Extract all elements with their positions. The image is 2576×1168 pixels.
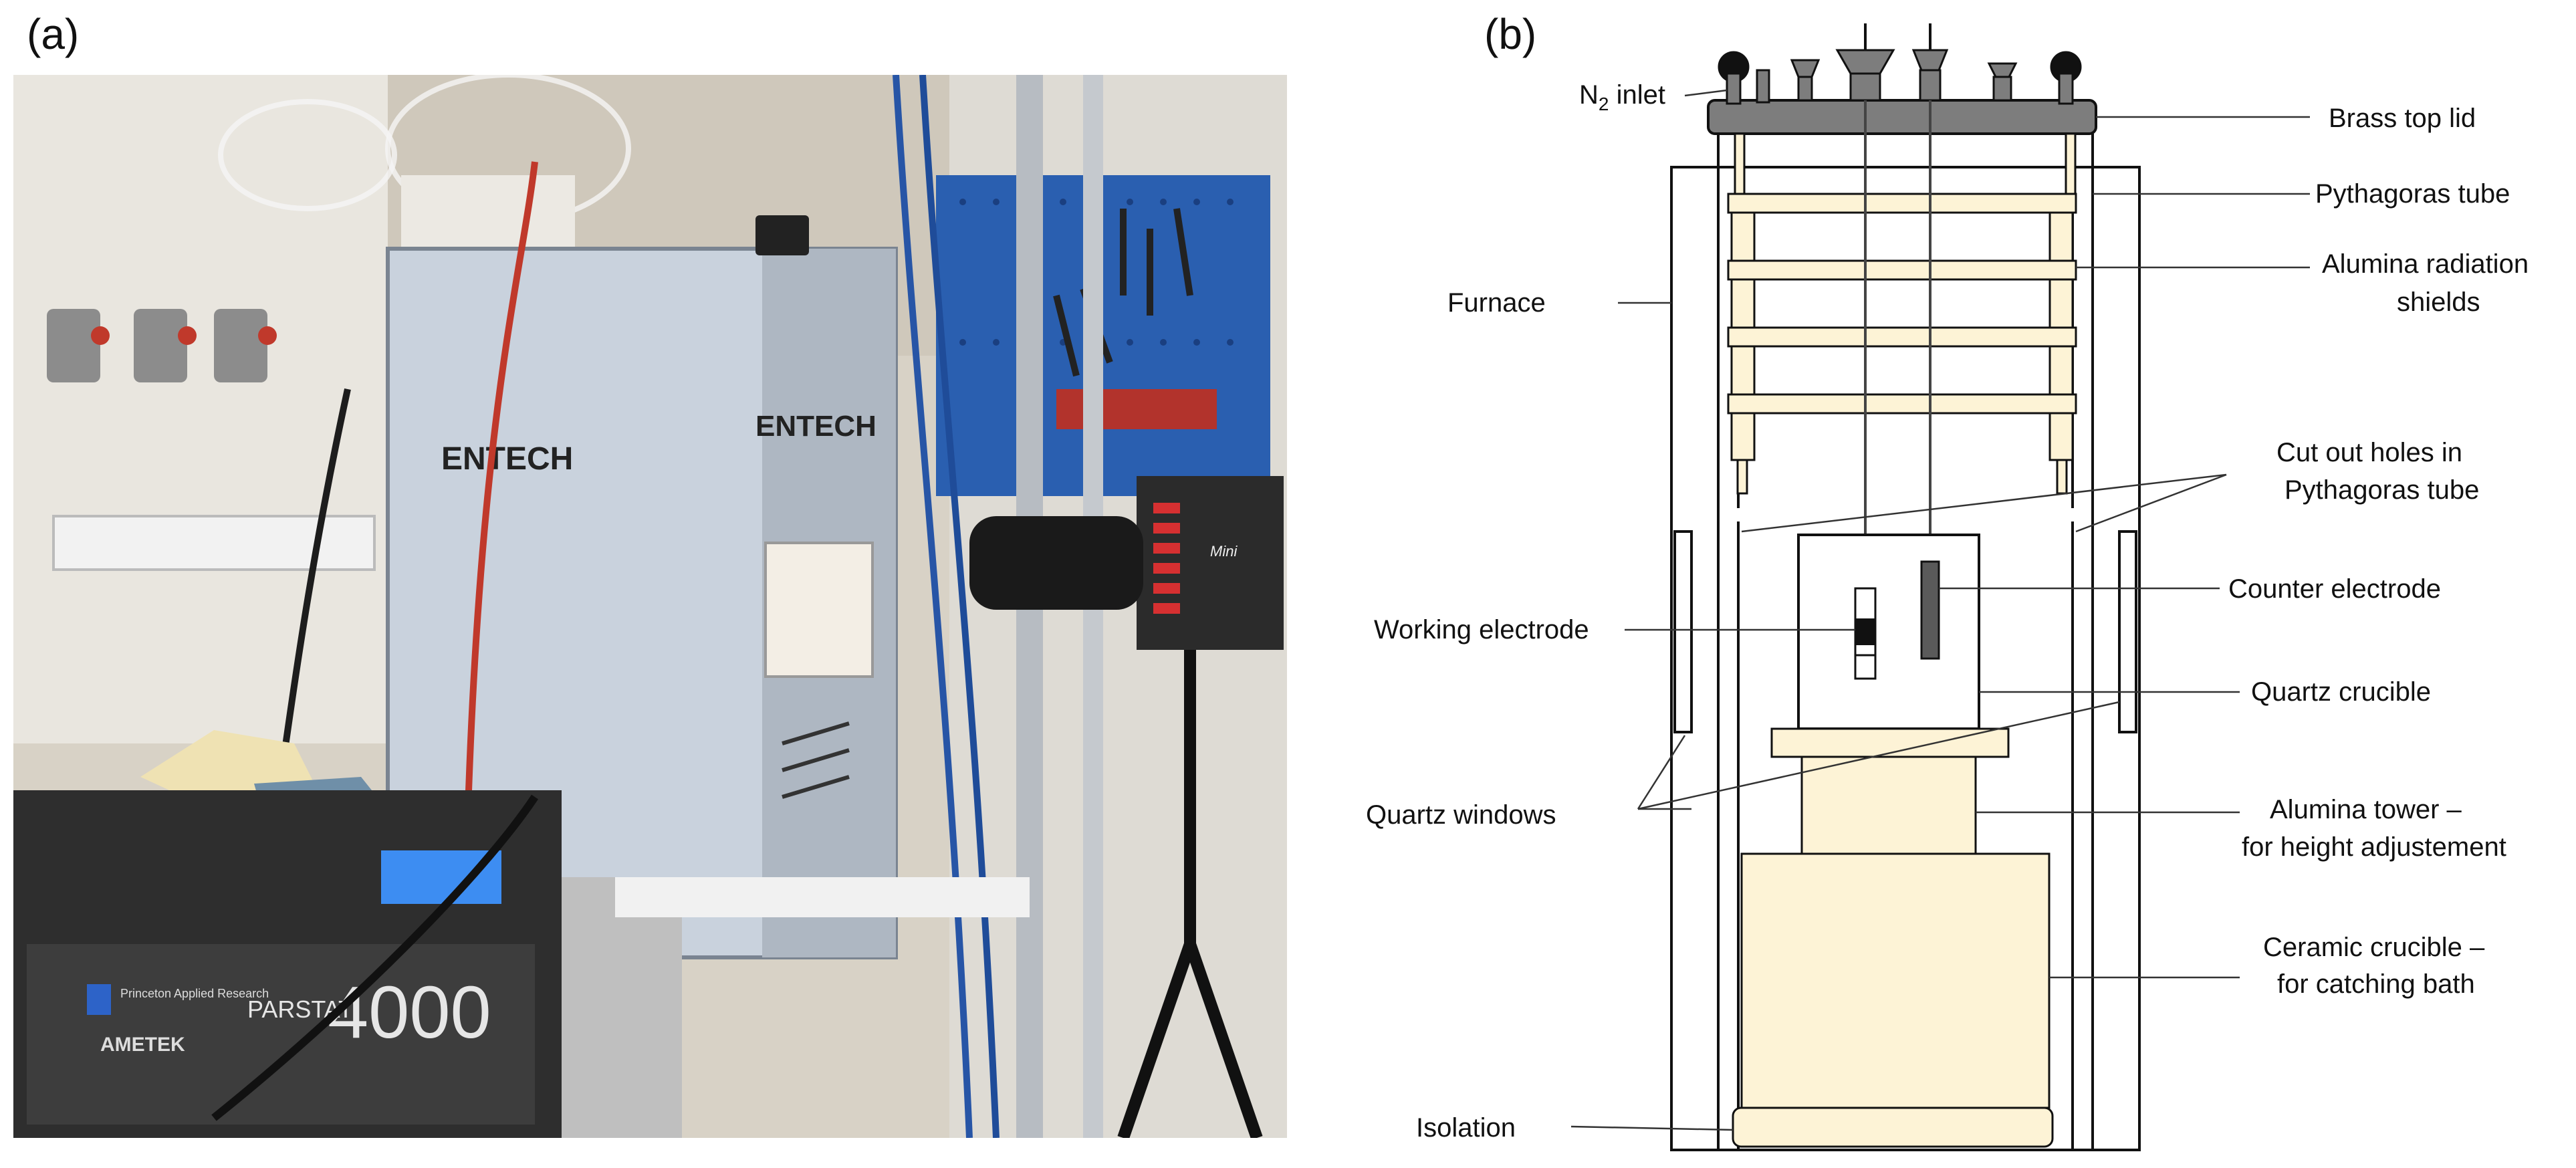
- label-brass-top-lid: Brass top lid: [2329, 104, 2476, 133]
- label-n2-inlet: N2 inlet: [1579, 80, 1665, 114]
- furnace-window-insulation: [764, 542, 874, 678]
- furnace-brand-left: ENTECH: [441, 441, 573, 477]
- camera-model-text: Mini: [1210, 543, 1238, 560]
- wall-left: [13, 75, 388, 743]
- label-pythagoras-tube: Pythagoras tube: [2315, 179, 2510, 209]
- brass-top-lid: [1707, 99, 2097, 135]
- furnace-brand-right: ENTECH: [755, 410, 876, 443]
- label-ceramic-crucible-2: for catching bath: [2277, 969, 2475, 999]
- furnace-body: [1670, 166, 2141, 1151]
- camera-lens: [969, 516, 1143, 610]
- quartz-window-left: [1673, 530, 1693, 733]
- instrument-maker-2: Princeton Applied Research: [120, 987, 269, 1000]
- label-alumina-tower-1: Alumina tower –: [2270, 795, 2462, 824]
- setup-schematic: N2 inlet Brass top lid Pythagoras tube A…: [1366, 23, 2529, 1151]
- panel-b-label: (b): [1484, 10, 1537, 58]
- power-strip: [52, 515, 376, 571]
- label-alumina-radiation-1: Alumina radiation: [2322, 249, 2529, 279]
- label-ceramic-crucible-1: Ceramic crucible –: [2263, 933, 2485, 962]
- alumina-tower: [1800, 755, 1977, 855]
- counter-electrode: [1920, 560, 1940, 660]
- label-isolation: Isolation: [1416, 1113, 1516, 1143]
- label-alumina-tower-2: for height adjustement: [2242, 832, 2506, 862]
- label-furnace: Furnace: [1447, 288, 1546, 318]
- quartz-crucible: [1797, 534, 1980, 730]
- label-cut-out-1: Cut out holes in: [2276, 438, 2462, 467]
- instrument-number: 4000: [328, 971, 491, 1054]
- ceramic-crucible: [1740, 852, 2051, 1109]
- tripod: [1117, 650, 1263, 1138]
- label-working-electrode: Working electrode: [1374, 615, 1589, 645]
- label-cut-out-2: Pythagoras tube: [2285, 475, 2479, 505]
- label-quartz-windows: Quartz windows: [1366, 800, 1556, 830]
- instrument-maker: AMETEK: [100, 1034, 185, 1056]
- lab-setup-photo: ENTECH ENTECH Mini Princeton Applied Res…: [13, 75, 1287, 1138]
- alumina-radiation-shields: [1727, 132, 2077, 495]
- potentiostat-display: [381, 850, 501, 904]
- isolation: [1732, 1106, 2054, 1148]
- panel-a-label: (a): [27, 10, 80, 58]
- label-quartz-crucible: Quartz crucible: [2251, 677, 2431, 707]
- quartz-window-right: [2118, 530, 2137, 733]
- label-counter-electrode: Counter electrode: [2228, 574, 2441, 604]
- label-alumina-radiation-2: shields: [2397, 287, 2480, 317]
